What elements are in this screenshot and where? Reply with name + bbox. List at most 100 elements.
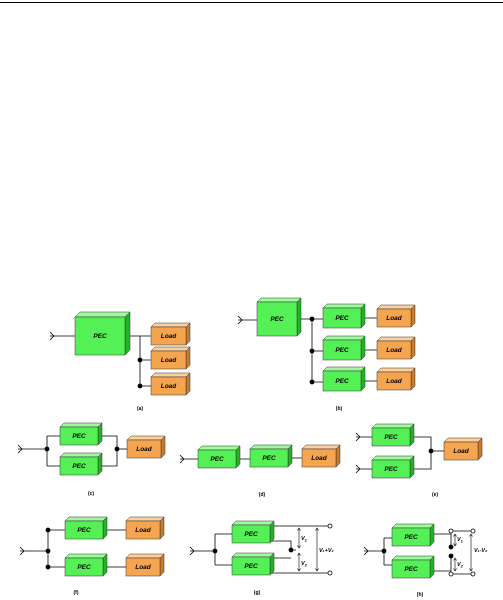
junction-node	[45, 527, 51, 533]
terminal	[327, 570, 333, 576]
pec-block: PEC	[249, 444, 293, 468]
load-block: Load	[150, 346, 191, 370]
pec-block: PEC	[322, 335, 366, 361]
junction-node	[44, 446, 50, 452]
pec-label: PEC	[384, 466, 398, 473]
pec-label: PEC	[384, 434, 398, 441]
pec-label: PEC	[244, 531, 258, 538]
load-block: Load	[376, 304, 416, 328]
pec-label: PEC	[72, 433, 86, 440]
terminal	[448, 528, 454, 534]
pec-block: PEC	[391, 523, 435, 547]
wire	[430, 530, 473, 575]
pec-label: PEC	[335, 315, 349, 322]
pec-label: PEC	[335, 378, 349, 385]
pec-label: PEC	[77, 564, 91, 571]
junction-node	[448, 544, 454, 550]
load-label: Load	[161, 357, 178, 364]
pec-block: PEC	[59, 452, 103, 476]
wire	[270, 525, 330, 574]
pec-block: PEC	[231, 520, 275, 544]
terminal	[470, 571, 476, 577]
load-label: Load	[386, 378, 403, 385]
pec-label: PEC	[404, 534, 418, 541]
load-label: Load	[161, 333, 178, 340]
wire	[46, 435, 60, 467]
terminal	[448, 571, 454, 577]
diagram-caption: (c)	[88, 491, 94, 497]
diagram-caption: (d)	[259, 492, 266, 498]
terminal	[327, 523, 333, 529]
load-block: Load	[376, 367, 416, 391]
terminal	[470, 528, 476, 534]
load-block: Load	[443, 437, 483, 461]
load-block: Load	[150, 372, 191, 396]
junction-node	[448, 553, 454, 559]
pec-label: PEC	[244, 563, 258, 570]
wire	[356, 436, 372, 470]
load-label: Load	[453, 448, 470, 455]
load-block: Load	[301, 444, 341, 468]
diagram-caption: (b)	[336, 406, 343, 412]
diagram-caption: (e)	[432, 492, 438, 498]
load-block: Load	[376, 336, 416, 360]
voltage-label: V2	[301, 561, 308, 568]
pec-label: PEC	[270, 316, 284, 323]
load-label: Load	[136, 446, 153, 453]
pec-block: PEC	[322, 303, 366, 329]
wire	[214, 533, 232, 566]
pec-label: PEC	[335, 347, 349, 354]
pec-block: PEC	[59, 422, 103, 446]
pec-block: PEC	[371, 455, 415, 479]
load-label: Load	[161, 383, 178, 390]
diagram-caption: (a)	[137, 406, 143, 412]
load-block: Load	[150, 322, 191, 346]
diagram-caption: (f)	[74, 590, 79, 596]
junction-node	[212, 548, 218, 554]
pec-label: PEC	[77, 527, 91, 534]
pec-block: PEC	[64, 553, 108, 577]
pec-label: PEC	[72, 463, 86, 470]
pec-label: PEC	[93, 333, 107, 340]
load-label: Load	[386, 315, 403, 322]
voltage-label: V₁-V₂	[474, 548, 487, 554]
junction-node	[428, 448, 434, 454]
pec-block: PEC	[197, 445, 241, 469]
load-block: Load	[125, 516, 165, 540]
diagram-caption: (h)	[417, 592, 424, 598]
junction-node	[309, 316, 315, 322]
voltage-label: V1	[301, 536, 308, 543]
junction-node	[309, 379, 315, 385]
pec-block: PEC	[391, 555, 435, 579]
pec-block: PEC	[256, 297, 302, 337]
load-block: Load	[125, 553, 165, 577]
diagram-caption: (g)	[254, 590, 261, 596]
load-label: Load	[135, 527, 152, 534]
pec-block: PEC	[64, 516, 108, 540]
load-label: Load	[386, 347, 403, 354]
voltage-label: V₁+V₂	[319, 548, 334, 554]
pec-label: PEC	[262, 455, 276, 462]
pec-label: PEC	[210, 456, 224, 463]
pec-block: PEC	[371, 423, 415, 447]
junction-node	[288, 547, 294, 553]
wire	[47, 529, 65, 568]
voltage-label: V2	[457, 562, 464, 569]
pec-label: PEC	[404, 566, 418, 573]
load-label: Load	[135, 564, 152, 571]
voltage-label: V1	[457, 537, 464, 544]
junction-node	[381, 548, 387, 554]
junction-node	[137, 383, 143, 389]
junction-node	[114, 446, 120, 452]
pec-block: PEC	[74, 311, 131, 356]
junction-node	[45, 564, 51, 570]
load-label: Load	[311, 455, 328, 462]
pec-block: PEC	[231, 552, 275, 576]
pec-block: PEC	[322, 366, 366, 392]
top-rule	[0, 2, 503, 3]
load-block: Load	[126, 435, 166, 459]
junction-node	[309, 348, 315, 354]
junction-node	[45, 548, 51, 554]
junction-node	[137, 357, 143, 363]
